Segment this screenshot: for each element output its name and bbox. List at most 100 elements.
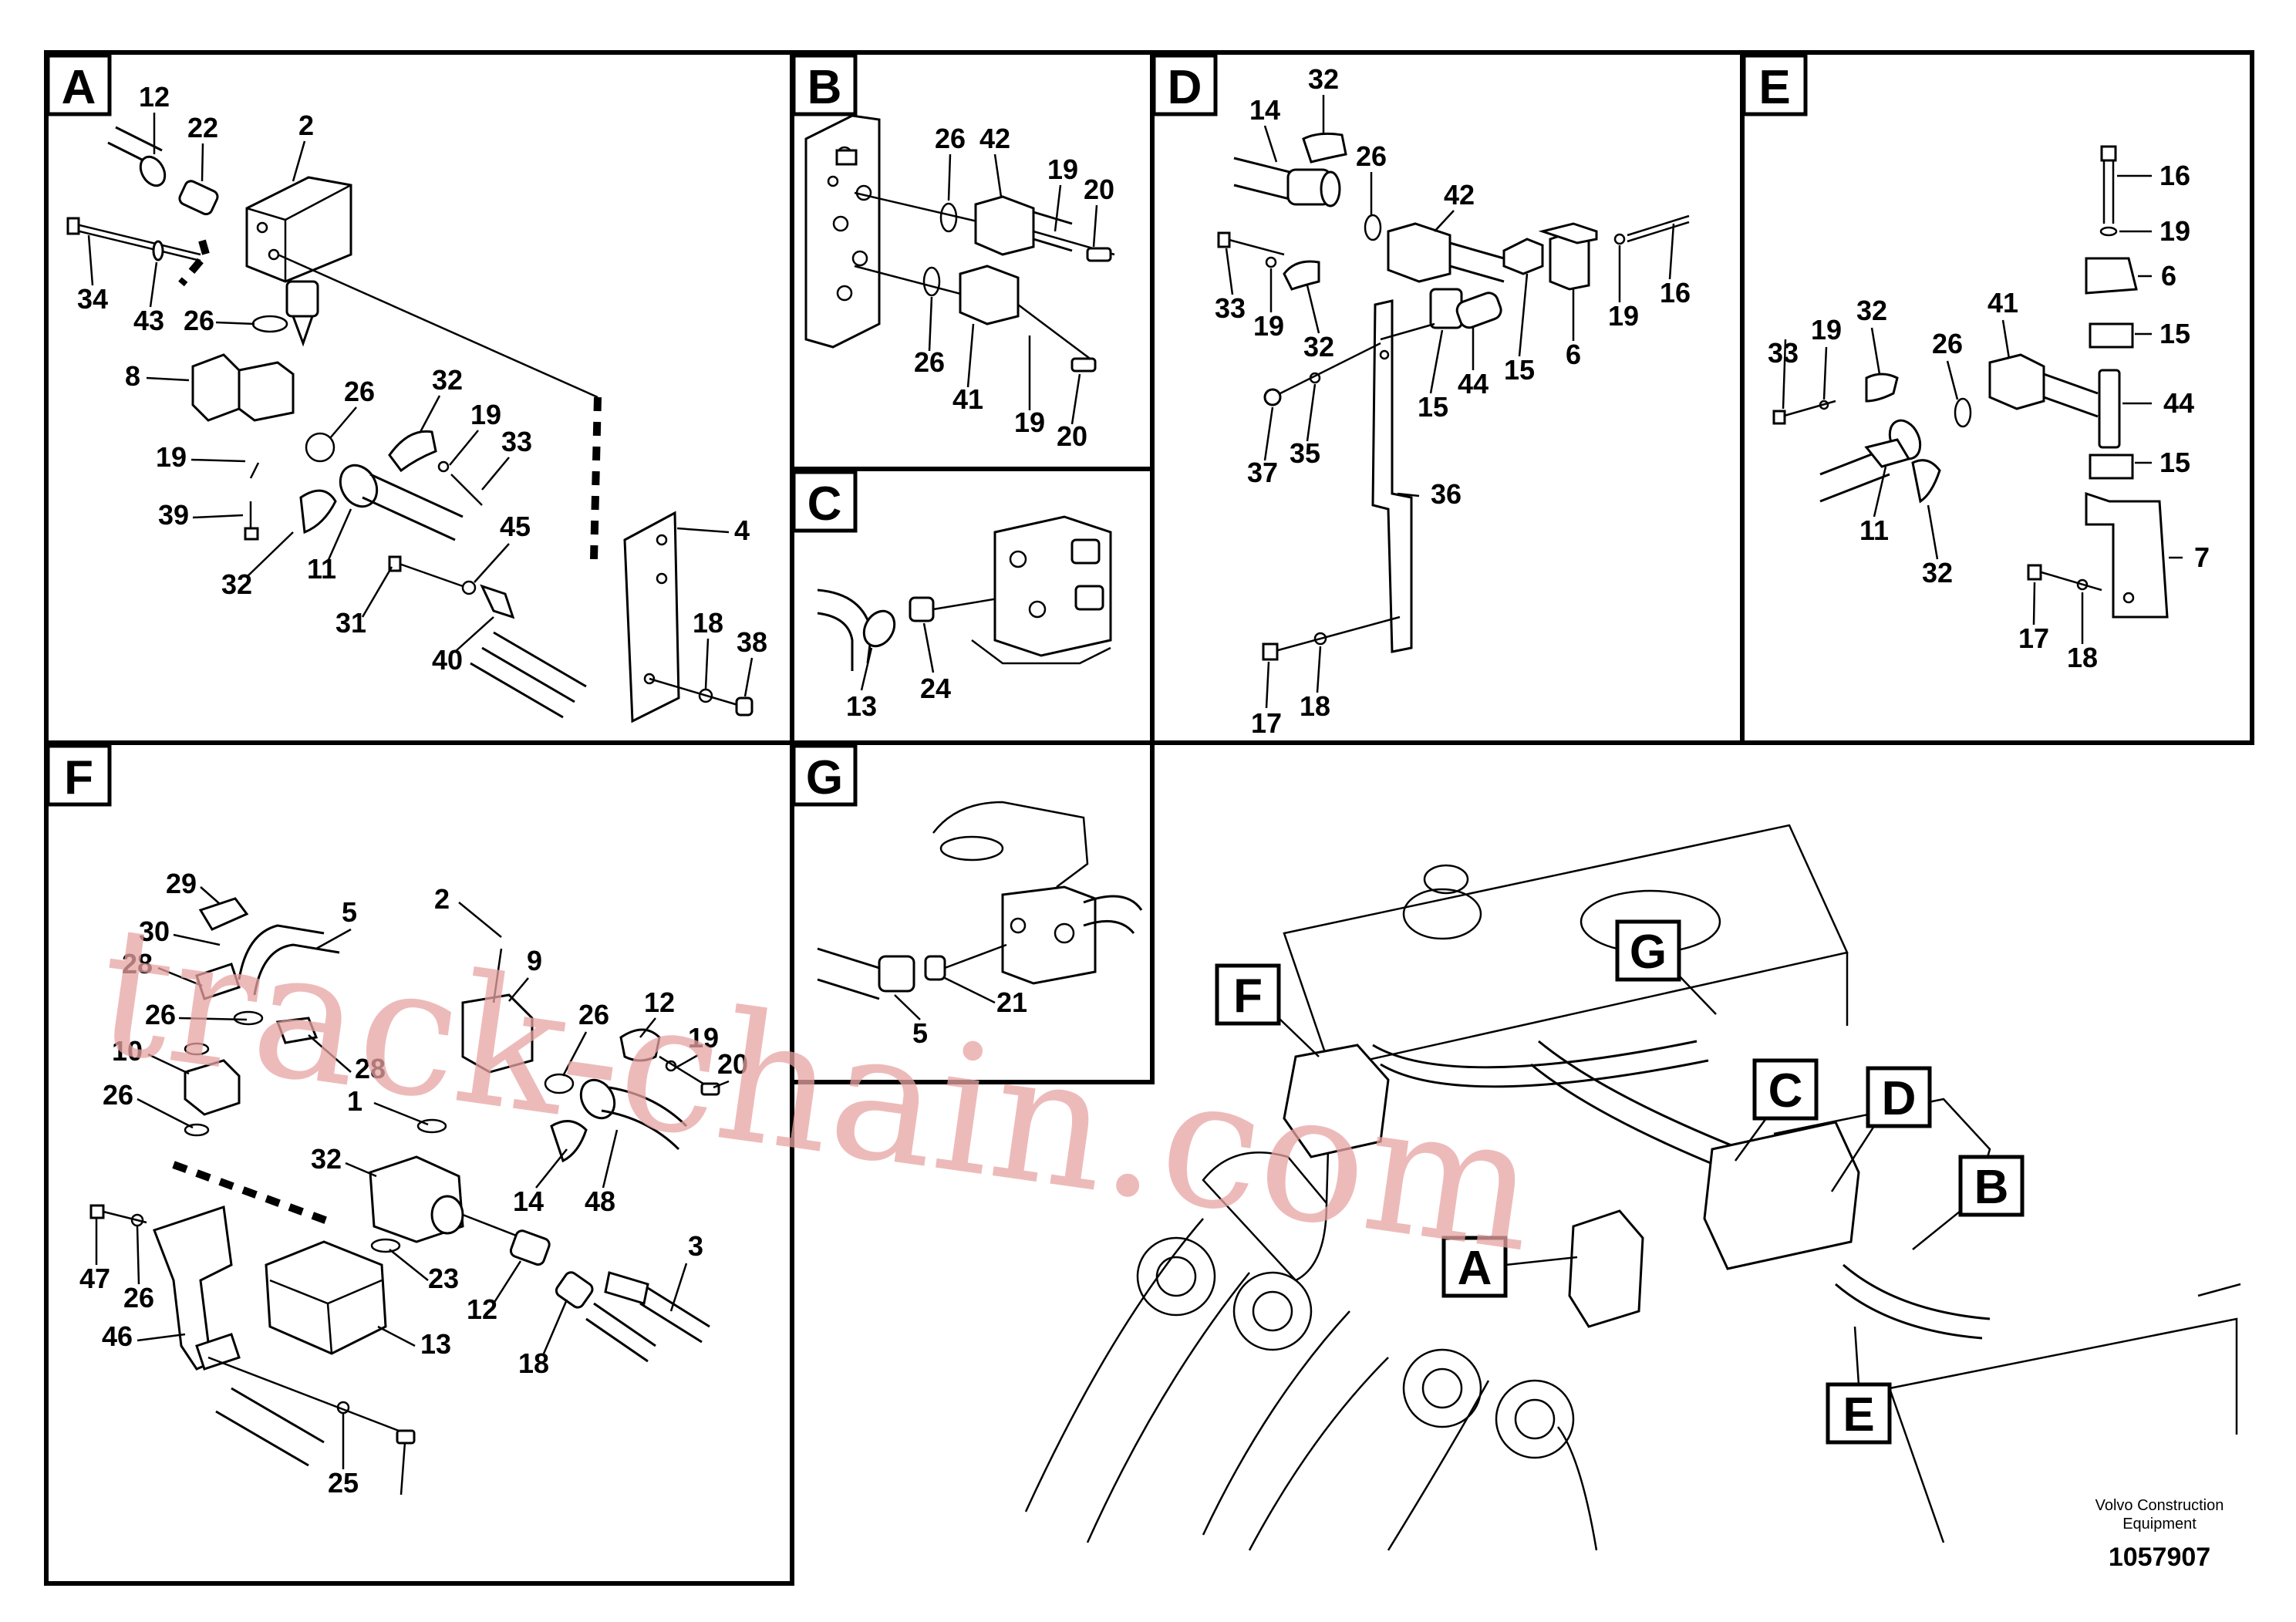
callout-g-5: 5	[912, 1017, 928, 1049]
panel-label-g: G	[791, 744, 858, 807]
callout-f-3: 46	[102, 1320, 133, 1352]
overview-callout-b: B	[1912, 1155, 2025, 1250]
callout-b-26b: 26	[914, 346, 945, 378]
callout-f-9: 9	[527, 945, 542, 976]
callout-a-39: 39	[158, 499, 189, 531]
panel-label-f: F	[46, 744, 112, 807]
callout-d-44: 44	[1458, 368, 1489, 400]
panel-e-drawing	[1772, 145, 2169, 619]
callout-a-32b: 32	[221, 568, 252, 600]
svg-text:G: G	[806, 751, 843, 804]
callout-f-20: 20	[717, 1048, 748, 1080]
svg-text:C: C	[807, 477, 842, 531]
callout-e-15b: 15	[2159, 447, 2190, 478]
callout-a-31: 31	[335, 607, 366, 639]
panel-label-d: D	[1151, 53, 1218, 116]
callout-a-38: 38	[737, 626, 767, 658]
panel-label-c: C	[791, 470, 858, 533]
callout-e-33: 33	[1768, 337, 1799, 369]
callout-f-2: 2	[434, 883, 450, 915]
callout-f-1: 32	[311, 1143, 342, 1175]
callout-a-19: 19	[470, 399, 501, 430]
callout-b-19b: 19	[1014, 406, 1045, 438]
callout-e-18: 18	[2067, 642, 2098, 673]
callout-f-29: 29	[166, 868, 197, 899]
panel-c-callouts: 13 24	[846, 622, 951, 722]
overview-callout-g: G	[1615, 919, 1717, 1015]
callout-f-32: 14	[513, 1185, 544, 1217]
panel-g-callouts: 5 21	[894, 976, 1027, 1049]
overview-callout-f: F	[1215, 963, 1320, 1057]
callout-a-26b: 26	[344, 376, 375, 407]
callout-e-11: 11	[1859, 514, 1889, 546]
callout-a-2: 2	[298, 110, 314, 141]
callout-f-19: 19	[688, 1022, 719, 1054]
svg-text:B: B	[807, 61, 842, 114]
callout-d-42: 42	[1444, 179, 1475, 211]
callout-d-32: 32	[1308, 63, 1339, 95]
callout-c-24: 24	[920, 673, 951, 704]
callout-g-21: 21	[996, 986, 1027, 1018]
callout-f-46: 13	[420, 1328, 451, 1360]
callout-e-19b: 19	[1811, 314, 1842, 346]
callout-b-26: 26	[935, 123, 966, 154]
callout-d-14: 14	[1249, 94, 1280, 126]
callout-e-32: 32	[1856, 295, 1887, 326]
callout-f-18: 25	[328, 1467, 359, 1499]
callout-f-26c: 26	[578, 999, 609, 1030]
callout-e-19: 19	[2159, 215, 2190, 247]
svg-text:B: B	[1974, 1161, 2009, 1214]
svg-text:A: A	[1458, 1242, 1492, 1295]
callout-f-23: 12	[467, 1293, 497, 1325]
callout-d-26: 26	[1356, 140, 1387, 172]
overview-drawing	[1024, 824, 2241, 1551]
callout-a-8: 8	[125, 360, 140, 392]
callout-d-15: 15	[1504, 354, 1535, 386]
callout-d-35: 35	[1290, 437, 1320, 469]
callout-f-14: 48	[585, 1185, 615, 1217]
footer: Volvo Construction Equipment 1057907	[2095, 1497, 2224, 1572]
callout-f-48: 47	[79, 1263, 110, 1294]
callout-a-12: 12	[139, 81, 170, 113]
panel-label-e: E	[1741, 53, 1808, 116]
panel-label-b: B	[791, 53, 858, 116]
callout-b-20b: 20	[1057, 420, 1087, 452]
callout-d-17: 17	[1251, 707, 1282, 739]
callout-a-11: 11	[307, 553, 336, 585]
callout-f-10: 10	[112, 1035, 143, 1067]
svg-text:F: F	[64, 751, 93, 804]
callout-e-17: 17	[2018, 622, 2049, 654]
panel-b-drawing	[804, 114, 1115, 373]
callout-f-30: 30	[139, 916, 170, 947]
callout-c-13: 13	[846, 690, 877, 722]
callout-f-28b: 28	[355, 1053, 386, 1084]
overview-callout-e: E	[1826, 1326, 1892, 1445]
overview-callout-d: D	[1830, 1066, 1932, 1192]
callout-d-16: 16	[1660, 277, 1691, 309]
callout-b-20: 20	[1084, 174, 1114, 205]
watermark: track-chain.com	[86, 887, 1548, 1292]
callout-d-32b: 32	[1303, 331, 1334, 363]
svg-text:E: E	[1843, 1388, 1874, 1442]
callout-a-4: 4	[734, 514, 750, 546]
callout-f-26d: 1	[347, 1085, 362, 1117]
footer-company-line2: Equipment	[2122, 1516, 2197, 1533]
svg-text:D: D	[1882, 1072, 1917, 1125]
callout-e-41: 41	[1988, 287, 2018, 319]
callout-d-15b: 15	[1418, 391, 1448, 423]
callout-f-12: 12	[644, 986, 675, 1018]
callout-d-6: 6	[1566, 339, 1581, 370]
panel-f-drawing	[89, 897, 720, 1467]
callout-e-32b: 32	[1922, 557, 1953, 588]
panel-f-callouts: 29 30 28 5 2 9 26 10 26 28 12 19 20 26 1…	[79, 868, 748, 1499]
callout-e-16: 16	[2159, 160, 2190, 191]
callout-f-26e: 23	[428, 1263, 459, 1294]
callout-a-26: 26	[184, 305, 214, 336]
svg-text:E: E	[1758, 61, 1790, 114]
callout-e-44: 44	[2163, 387, 2194, 419]
callout-a-32: 32	[432, 364, 463, 396]
panel-a-drawing	[66, 126, 754, 723]
callout-f-28: 28	[122, 948, 153, 980]
callout-b-19: 19	[1047, 153, 1078, 185]
